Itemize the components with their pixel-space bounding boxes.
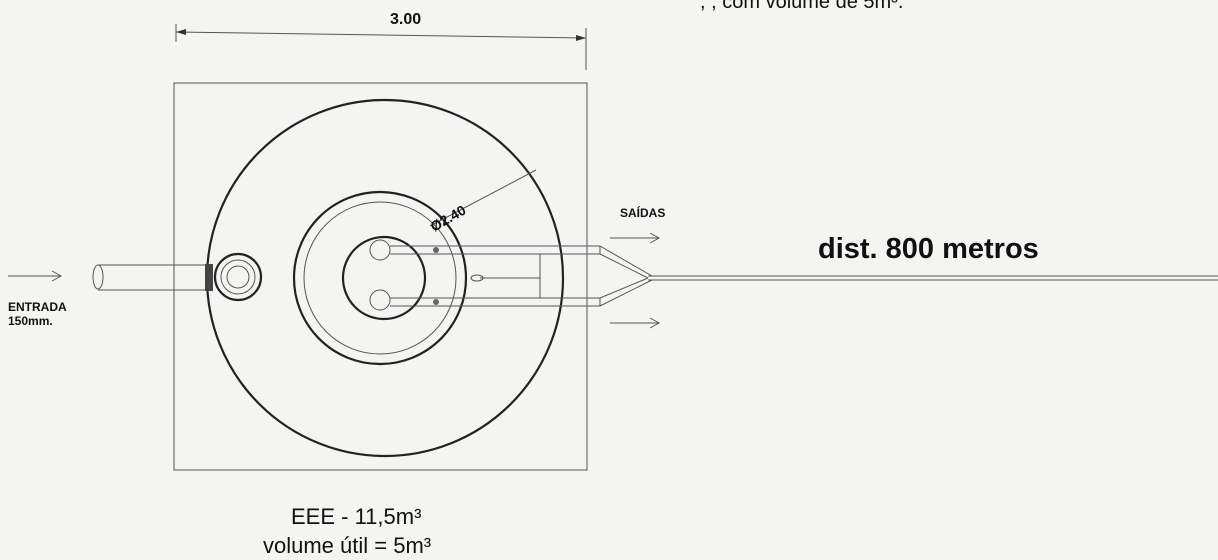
discharge-pipes <box>390 245 653 307</box>
outlet-arrow-bottom <box>610 317 661 329</box>
inlet-label: ENTRADA <box>8 300 67 314</box>
dimension-label: 3.00 <box>390 11 421 28</box>
station-square <box>173 82 588 471</box>
inlet-manhole-inner <box>226 265 250 289</box>
inlet-manhole-outer <box>213 252 263 302</box>
valve-bottom <box>433 299 439 305</box>
pump-pit <box>341 235 427 321</box>
pump-bottom <box>369 289 391 311</box>
outlet-arrow-top <box>610 232 661 244</box>
inlet-arrow <box>8 270 63 282</box>
inlet-pipe <box>92 264 213 291</box>
diameter-leader <box>429 169 537 227</box>
pump-top <box>369 239 391 261</box>
wet-well-outer <box>292 190 468 366</box>
force-main <box>648 275 1218 281</box>
valve-top <box>433 247 439 253</box>
inlet-manhole-mid <box>220 259 256 295</box>
wet-well-inner <box>303 201 457 355</box>
outlet-label: SAÍDAS <box>620 205 665 220</box>
top-caption: , , com volume de 5m³. <box>700 0 903 13</box>
inlet-size: 150mm. <box>8 314 53 328</box>
station-useful-volume: volume útil = 5m³ <box>263 533 431 558</box>
width-dimension: 3.00 <box>175 11 587 70</box>
station-title: EEE - 11,5m³ <box>291 504 421 529</box>
distance-label: dist. 800 metros <box>818 233 1039 265</box>
diameter-label: Ø2.40 <box>428 202 469 235</box>
